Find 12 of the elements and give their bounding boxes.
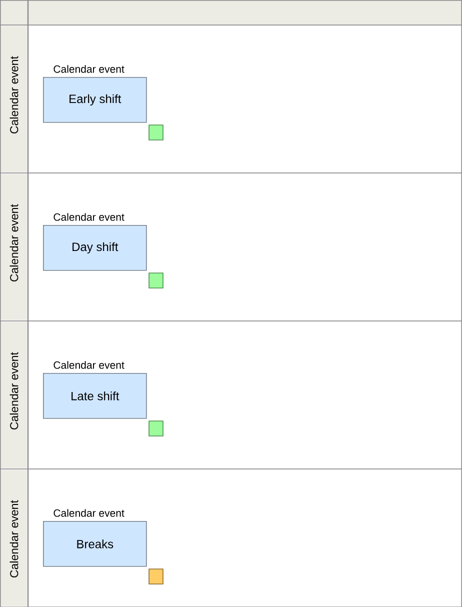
- event-box: Late shift: [43, 373, 147, 419]
- event-box: Day shift: [43, 225, 147, 271]
- lane-label: Calendar event: [1, 26, 27, 172]
- box-heading: Calendar event: [54, 509, 124, 517]
- lane-label: Calendar event: [1, 174, 27, 320]
- lane-label: Calendar event: [1, 322, 27, 468]
- box-heading: Calendar event: [54, 65, 124, 73]
- event-box: Early shift: [43, 77, 147, 123]
- box-heading: Calendar event: [54, 213, 124, 221]
- lane-label: Calendar event: [1, 470, 27, 606]
- box-heading: Calendar event: [54, 361, 124, 369]
- event-box: Breaks: [43, 521, 147, 567]
